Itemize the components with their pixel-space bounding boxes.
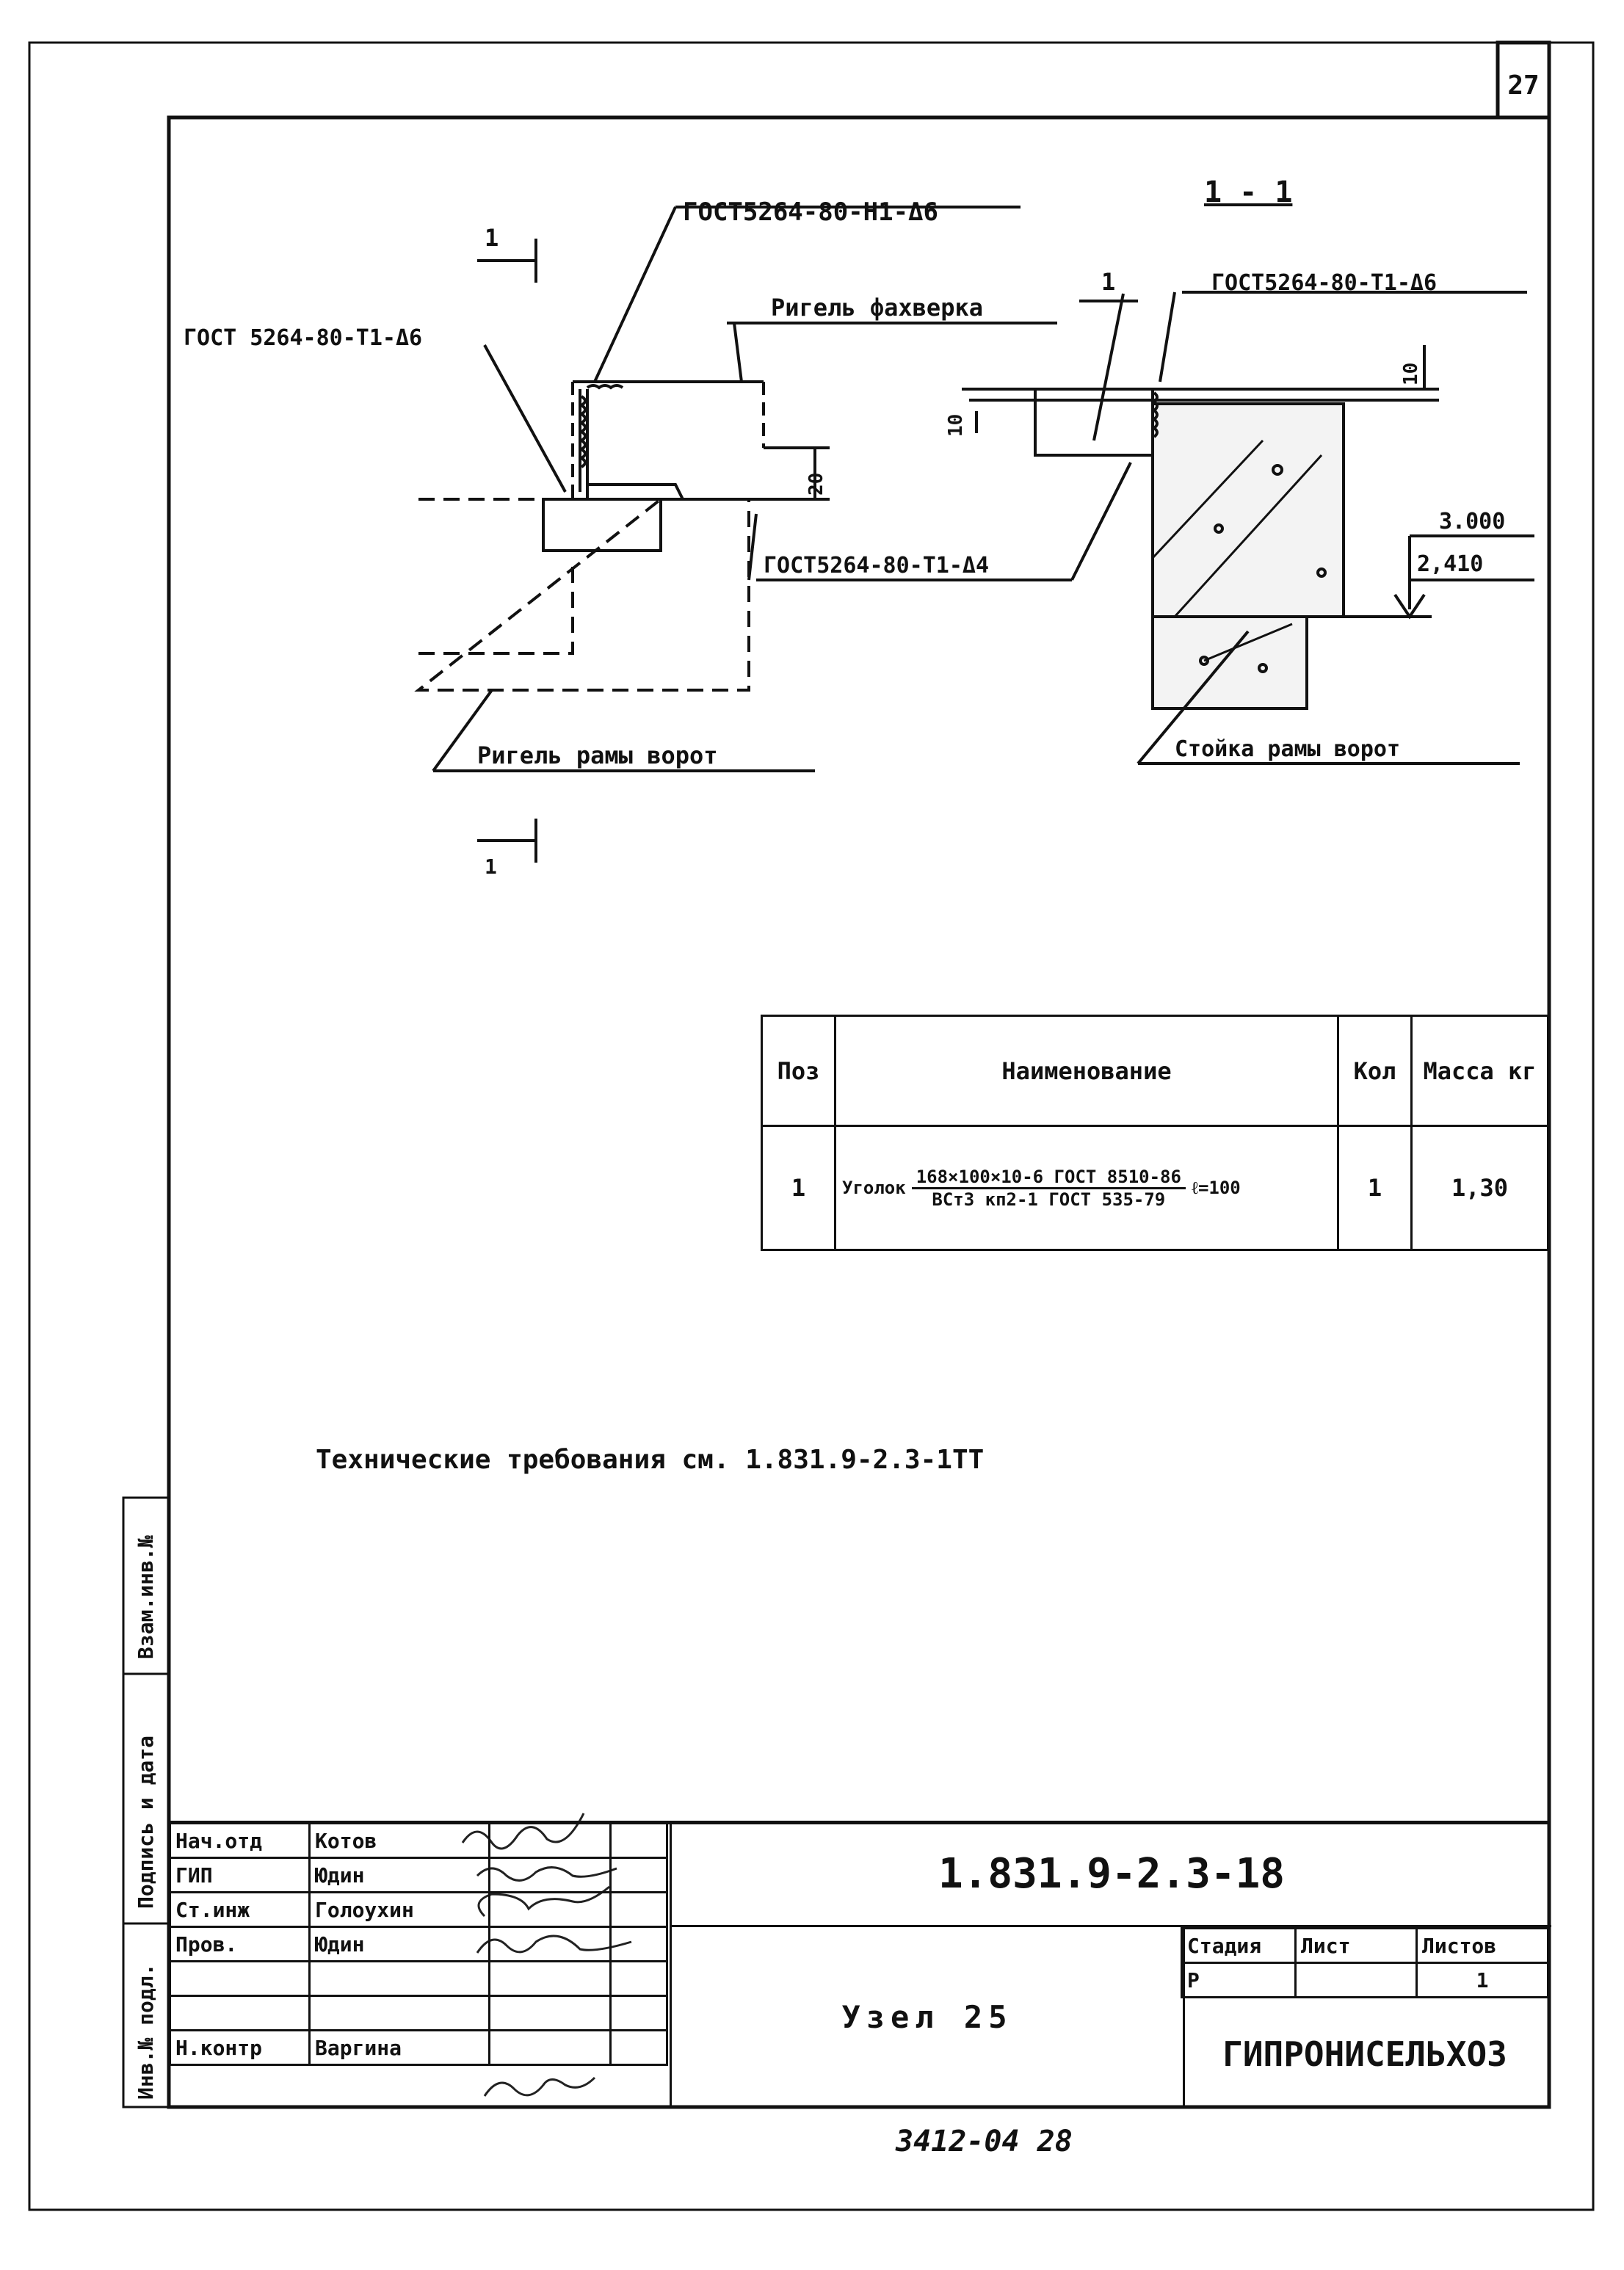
label-rigel-fachwerk: Ригель фахверка: [771, 294, 983, 322]
spec-header-name: Наименование: [834, 1015, 1339, 1127]
cut-label-bottom: 1: [485, 855, 497, 879]
organization-cell: ГИПРОНИСЕЛЬХОЗ: [1181, 2001, 1549, 2107]
signature-cell: [488, 1891, 612, 1928]
cut-label-top: 1: [485, 224, 499, 252]
spec-name: Уголок 168×100×10-6 ГОСТ 8510-86 ВСт3 кп…: [834, 1125, 1339, 1251]
date-cell: [609, 1960, 668, 1997]
name-cell: Юдин: [308, 1926, 490, 1962]
name-cell: Юдин: [308, 1857, 490, 1893]
people-row: Пров.Юдин: [169, 1926, 668, 1962]
spec-row: 1 Уголок 168×100×10-6 ГОСТ 8510-86 ВСт3 …: [761, 1125, 1549, 1251]
stage-header: Стадия: [1181, 1927, 1297, 1964]
sheet-number: 27: [1507, 70, 1539, 101]
role-cell: [169, 1960, 311, 1997]
role-cell: Пров.: [169, 1926, 311, 1962]
section-mark: 1 - 1: [1204, 175, 1292, 209]
sheet-header: Лист: [1294, 1927, 1418, 1964]
name-cell: [308, 1995, 490, 2031]
dim-10-left: 10: [945, 414, 967, 437]
title-block: [169, 1821, 1549, 2111]
spec-header-qty: Кол: [1337, 1015, 1413, 1127]
date-cell: [609, 1891, 668, 1928]
spec-name-suffix: ℓ=100: [1191, 1177, 1241, 1198]
spec-qty: 1: [1337, 1125, 1413, 1251]
weld-label-left: ГОСТ 5264-80-Т1-Δ6: [184, 325, 422, 351]
signature-cell: [488, 1857, 612, 1893]
right-detail: [962, 291, 1534, 765]
name-cell: Котов: [308, 1822, 490, 1859]
spec-pos: 1: [761, 1125, 836, 1251]
drawing-title: Узел 25: [841, 1999, 1013, 2035]
sheets-header: Листов: [1415, 1927, 1549, 1964]
date-cell: [609, 1822, 668, 1859]
weld-label-mid: ГОСТ5264-80-Т1-Δ4: [764, 553, 989, 579]
spec-table: Поз Наименование Кол Масса кг 1 Уголок 1…: [761, 1015, 1549, 1251]
people-row: [169, 1995, 668, 2031]
date-cell: [609, 2029, 668, 2066]
stamp-podpis-data: Подпись и дата: [134, 1736, 158, 1909]
label-stoyka: Стойка рамы ворот: [1175, 736, 1400, 762]
name-cell: Голоухин: [308, 1891, 490, 1928]
weld-label-right: ГОСТ5264-80-Т1-Δ6: [1211, 270, 1437, 296]
dim-20: 20: [805, 473, 827, 496]
name-cell: Варгина: [308, 2029, 490, 2066]
spec-name-prefix: Уголок: [842, 1178, 906, 1198]
role-cell: ГИП: [169, 1857, 311, 1893]
organization: ГИПРОНИСЕЛЬХОЗ: [1222, 2034, 1507, 2074]
elevation-bottom: 2,410: [1417, 551, 1483, 577]
cut-label-right: 1: [1101, 268, 1115, 296]
spec-name-denominator: ВСт3 кп2-1 ГОСТ 535-79: [932, 1189, 1166, 1210]
stage-value: Р: [1181, 1962, 1297, 1998]
dim-10-right: 10: [1400, 363, 1422, 385]
spec-header-mass: Масса кг: [1410, 1015, 1549, 1127]
spec-name-fraction: 168×100×10-6 ГОСТ 8510-86 ВСт3 кп2-1 ГОС…: [911, 1167, 1186, 1210]
elevation-top: 3.000: [1439, 509, 1505, 534]
role-cell: [169, 1995, 311, 2031]
document-code-cell: 1.831.9-2.3-18: [670, 1822, 1551, 1927]
spec-header-pos: Поз: [761, 1015, 836, 1127]
sheets-value: 1: [1415, 1962, 1549, 1998]
stamp-vzam-inv: Взам.инв.№: [134, 1535, 158, 1659]
title-cell: Узел 25: [670, 1927, 1185, 2107]
left-detail: [414, 206, 1138, 863]
signature-cell: [488, 1822, 612, 1859]
archive-number: 3412-04 28: [895, 2125, 1073, 2158]
name-cell: [308, 1960, 490, 1997]
role-cell: Нач.отд: [169, 1822, 311, 1859]
stamp-inv-podl: Инв.№ подл.: [134, 1964, 158, 2100]
date-cell: [609, 1857, 668, 1893]
weld-label-top: ГОСТ5264-80-Н1-Δ6: [683, 197, 938, 227]
date-cell: [609, 1926, 668, 1962]
signature-cell: [488, 1926, 612, 1962]
label-rigel-frame: Ригель рамы ворот: [477, 741, 718, 769]
signature-cell: [488, 2029, 612, 2066]
sheet-value: [1294, 1962, 1418, 1998]
document-code: 1.831.9-2.3-18: [938, 1849, 1285, 1898]
people-row: [169, 1960, 668, 1997]
signature-cell: [488, 1995, 612, 2031]
spec-name-numerator: 168×100×10-6 ГОСТ 8510-86: [911, 1167, 1186, 1189]
spec-mass: 1,30: [1410, 1125, 1549, 1251]
signature-cell: [488, 1960, 612, 1997]
role-cell: Н.контр: [169, 2029, 311, 2066]
date-cell: [609, 1995, 668, 2031]
tech-requirements: Технические требования см. 1.831.9-2.3-1…: [316, 1445, 984, 1475]
role-cell: Ст.инж: [169, 1891, 311, 1928]
